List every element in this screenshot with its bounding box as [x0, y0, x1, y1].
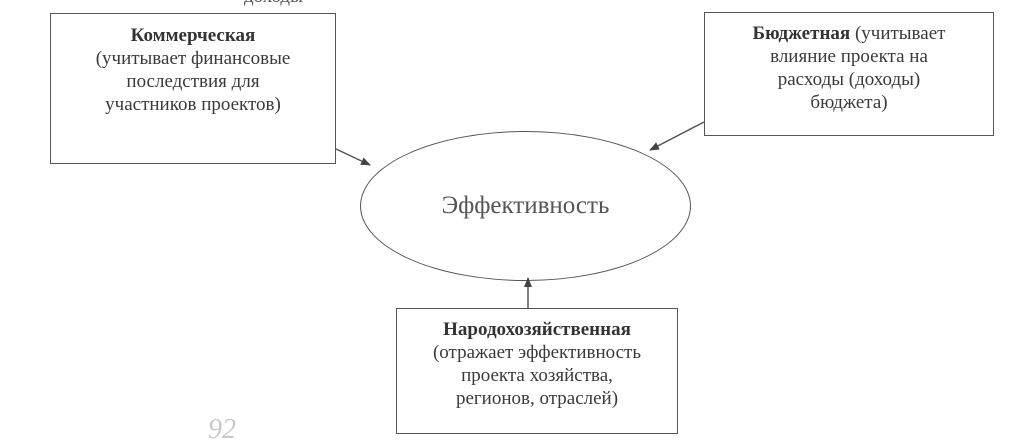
efficiency-label: Эффективность [441, 192, 610, 219]
commercial-line-1: (учитывает финансовые [95, 48, 291, 69]
budget-line-3: бюджета) [810, 92, 888, 113]
budget-line-1: влияние проекта на [770, 46, 928, 67]
budget-title-line: Бюджетная (учитывает [705, 22, 993, 45]
budget-title-suffix: (учитывает [850, 23, 946, 44]
commercial-efficiency-box: Коммерческая (учитывает финансовые после… [50, 13, 336, 164]
budget-title: Бюджетная [752, 23, 851, 44]
arrow-budget-to-efficiency [649, 121, 705, 151]
efficiency-ellipse: Эффективность [360, 131, 691, 281]
top-cut-text: доходы [244, 0, 303, 8]
budget-efficiency-box: Бюджетная (учитывает влияние проекта на … [704, 12, 994, 136]
page-number-mark: 92 [208, 414, 236, 445]
commercial-title: Коммерческая [130, 25, 256, 46]
arrow-commercial-to-efficiency [335, 148, 371, 166]
national-line-1: (отражает эффективность [432, 342, 642, 363]
national-line-2: проекта хозяйства, [461, 365, 613, 386]
national-title: Народохозяйственная [443, 319, 631, 340]
national-line-3: регионов, отраслей) [455, 388, 619, 409]
commercial-line-2: последствия для [126, 71, 260, 92]
national-economic-efficiency-box: Народохозяйственная (отражает эффективно… [396, 308, 678, 434]
budget-line-2: расходы (доходы) [777, 69, 921, 90]
commercial-line-3: участников проектов) [105, 94, 281, 115]
